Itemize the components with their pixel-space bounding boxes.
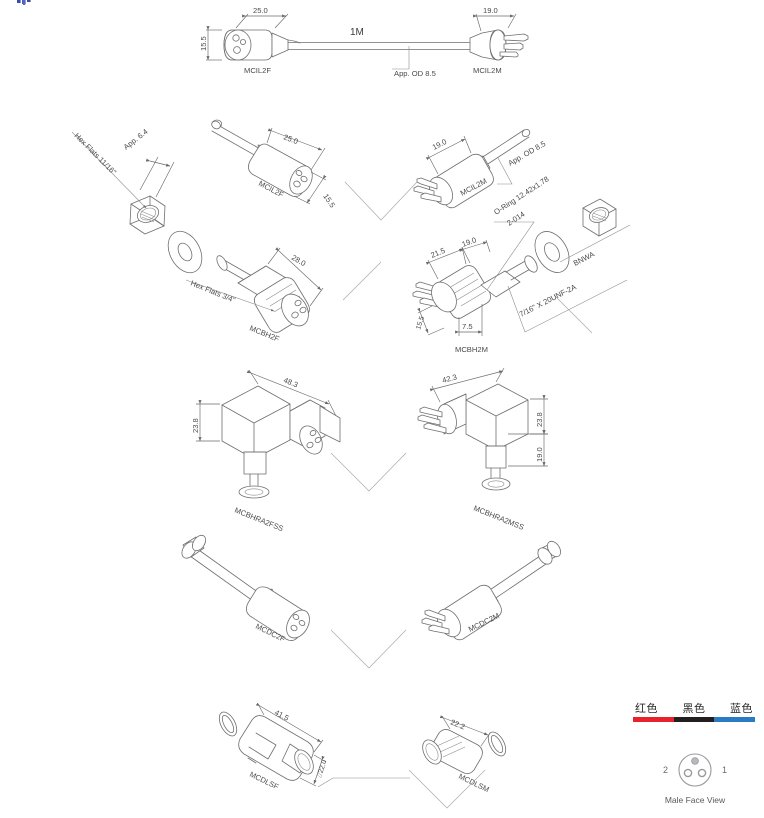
company-logo — [17, 0, 31, 5]
legend-swatch-blue — [714, 717, 756, 722]
callout-label-app-od-85-iso: App. OD 8.5 — [507, 139, 548, 168]
face-view-pin-2-label: 2 — [662, 765, 668, 775]
assembly-mcdlsf: 41.5 ⌰22.0 MCDLSF — [218, 702, 410, 792]
component-hex-nut: Hex Flats 11/16" App. 6.4 — [71, 127, 175, 235]
dim-label-15-5-bh: 15.5 — [415, 315, 426, 330]
chevron-separator-1b — [342, 261, 382, 301]
face-view-caption: Male Face View — [664, 795, 726, 805]
cable-length-label: 1M — [350, 27, 364, 38]
assembly-mcdc2m: MCDC2M — [421, 540, 561, 641]
dim-label-15-5-iso: 15.5 — [321, 192, 337, 209]
dim-label-15-5: 15.5 — [199, 36, 208, 51]
part-label-mcbhra2fss: MCBHRA2FSS — [233, 506, 284, 534]
wire-color-legend: 红色 黑色 蓝色 — [633, 700, 756, 722]
dim-label-25-0: 25.0 — [253, 6, 268, 15]
legend-swatch-black — [673, 717, 715, 722]
assembly-mcil2f-iso: 25.0 15.5 MCIL2F — [211, 119, 337, 209]
dim-label-19-0-ra: 19.0 — [535, 447, 544, 462]
chevron-separator-4 — [408, 769, 486, 809]
part-label-mcbh2m: MCBH2M — [455, 345, 488, 354]
legend-label-row: 红色 黑色 蓝色 — [633, 700, 755, 717]
part-label-mcdlsf: MCDLSF — [248, 770, 280, 792]
chevron-separator-2 — [330, 452, 407, 492]
assembly-mcbh2f: 28.0 Hex Flats 3/4" MCBH2F — [167, 230, 324, 344]
dim-label-28-0: 28.0 — [290, 253, 307, 268]
part-label-mcil2m-top: MCIL2M — [473, 66, 502, 75]
callout-label-app-od-85: App. OD 8.5 — [394, 69, 436, 78]
dim-label-7-5: 7.5 — [462, 322, 473, 331]
callout-label-app-64: App. 6.4 — [122, 127, 150, 152]
dim-label-42-3: 42.3 — [441, 372, 458, 385]
face-view-row: 2 1 — [640, 748, 750, 792]
dim-label-19-0: 19.0 — [483, 6, 498, 15]
dim-label-41-5: 41.5 — [273, 708, 290, 723]
dimension-25-0-top: 25.0 — [235, 6, 289, 29]
dim-label-dia-22-0: ⌰22.0 — [316, 759, 328, 779]
face-view-diagram — [678, 753, 712, 787]
callout-app-od-85-top: App. OD 8.5 — [392, 46, 436, 78]
part-label-mcdlsm: MCDLSM — [457, 772, 491, 795]
assembly-mcdlsm: 22.2 MCDLSM — [422, 715, 507, 795]
callout-label-thread: 7/16" X 20UNF-2A — [518, 282, 579, 319]
dim-label-23-8: 23.8 — [191, 418, 200, 433]
dim-label-23-8-m: 23.8 — [535, 412, 544, 427]
chevron-separator-1 — [344, 181, 418, 221]
chevron-separator-3 — [330, 629, 407, 669]
dim-label-19-0-iso: 19.0 — [431, 137, 448, 152]
dim-label-19-0-bh: 19.0 — [461, 235, 478, 249]
dimension-19-0-top: 19.0 — [473, 6, 517, 32]
dim-label-25-0-iso: 25.0 — [282, 132, 299, 146]
dim-label-22-2: 22.2 — [449, 718, 466, 732]
legend-color-bar — [633, 717, 756, 722]
assembly-mcbhra2fss: 48.3 23.8 MCBHRA2FSS — [191, 369, 341, 534]
legend-label-red: 红色 — [635, 703, 658, 715]
face-view-pin-1-label: 1 — [722, 765, 728, 775]
connector-mcil2m-top — [469, 29, 529, 61]
legend-label-blue: 蓝色 — [730, 703, 753, 715]
callout-label-hex-flats-34: Hex Flats 3/4" — [189, 279, 237, 305]
legend-label-black: 黑色 — [682, 703, 706, 715]
part-label-mcbhra2mss: MCBHRA2MSS — [472, 504, 525, 532]
assembly-mcbhra2mss: 42.3 23.8 19.0 MCBHRA2MSS — [417, 367, 548, 532]
callout-label-hex-flats-1116: Hex Flats 11/16" — [73, 131, 119, 177]
assembly-mcdc2f: MCDC2F — [181, 534, 310, 644]
callout-label-bnwa: BNWA — [572, 249, 597, 268]
dim-label-48-3: 48.3 — [282, 376, 299, 390]
dim-label-21-5: 21.5 — [429, 246, 446, 260]
legend-swatch-red — [633, 717, 674, 722]
male-face-view: 2 1 Male Face View — [640, 748, 750, 805]
assembly-mcil2f-mcil2m-top: 25.0 15.5 19.0 1M App. OD 8.5 — [199, 6, 529, 78]
connector-mcil2f-top — [223, 29, 301, 61]
dimension-15-5-top: 15.5 — [199, 26, 222, 61]
part-label-mcil2f-top: MCIL2F — [244, 66, 271, 75]
callout-label-oring-sub: 2-014 — [505, 210, 526, 228]
chevron-separator-5 — [553, 294, 593, 334]
